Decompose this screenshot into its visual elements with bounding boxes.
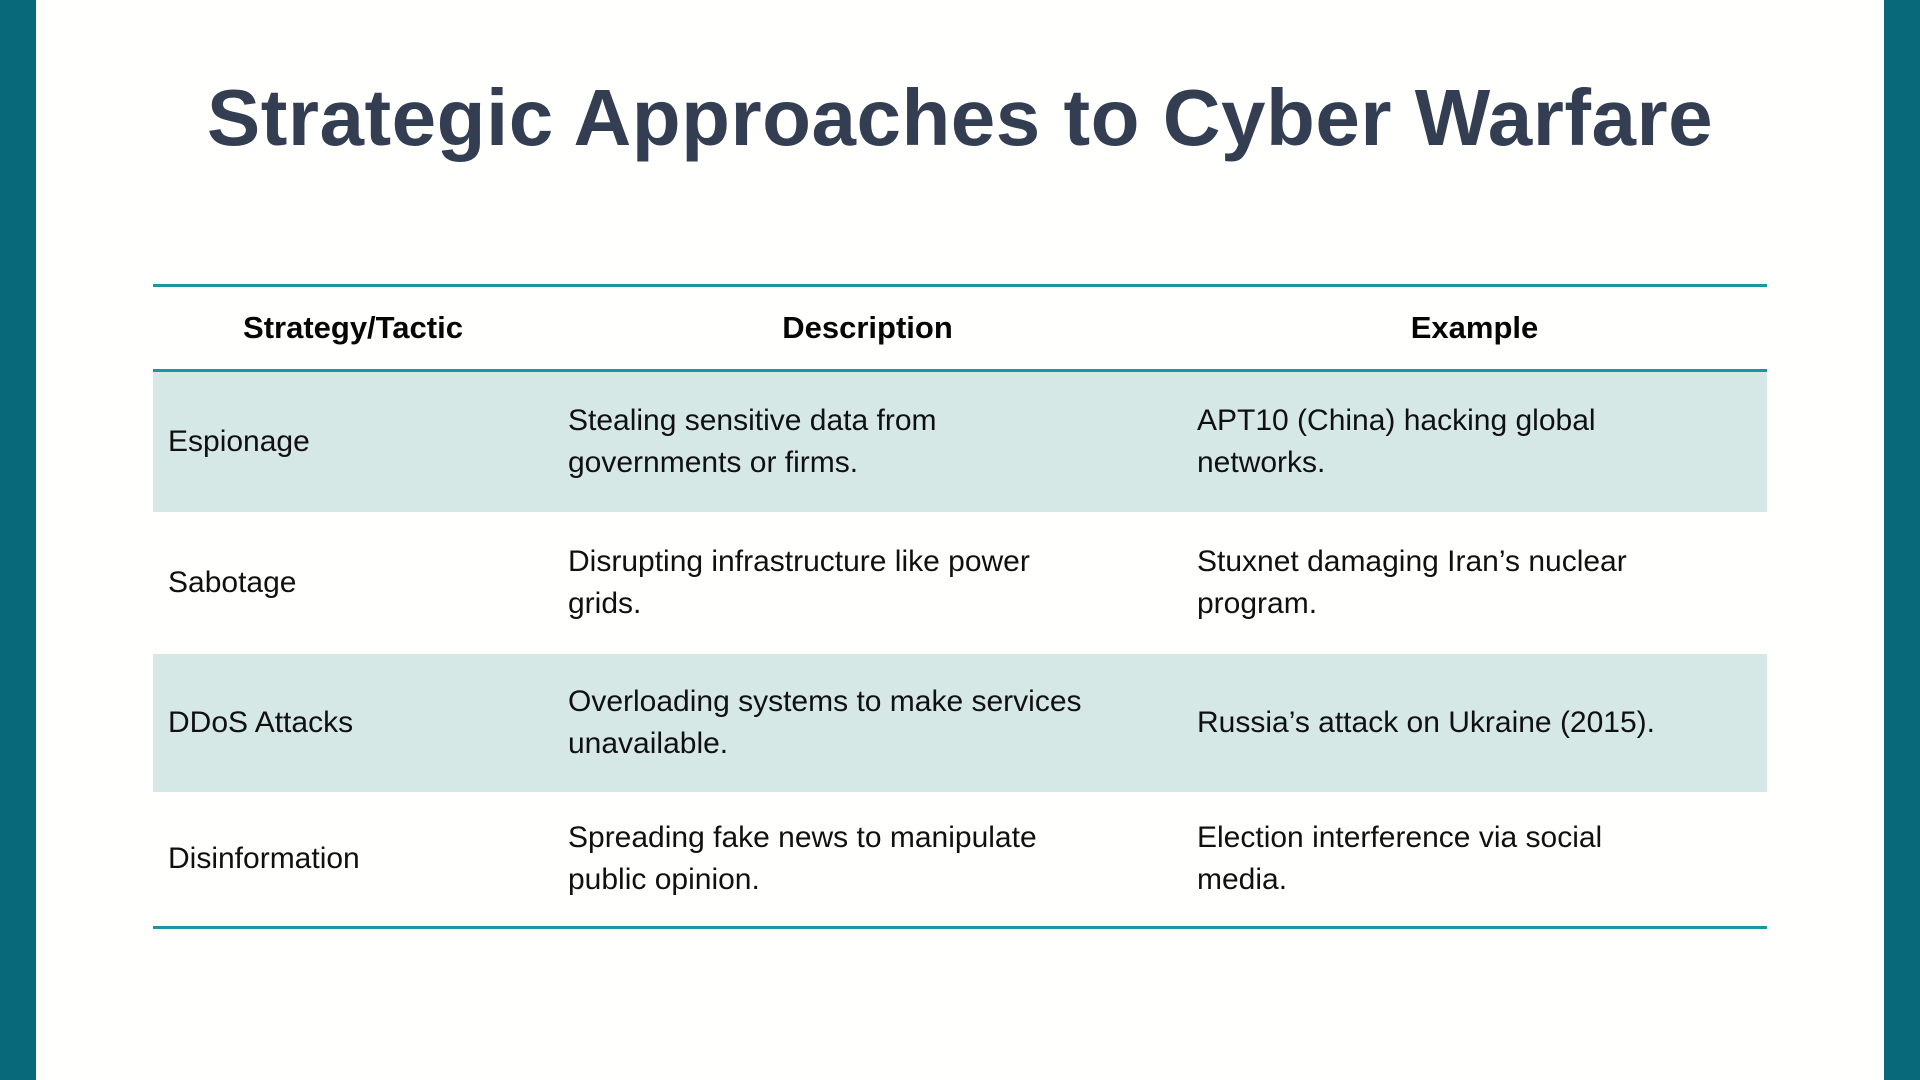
right-edge-bar bbox=[1884, 0, 1920, 1080]
table-row-disinformation: Disinformation Spreading fake news to ma… bbox=[153, 792, 1767, 929]
cell-text: DDoS Attacks bbox=[168, 706, 354, 739]
cell-tactic: Sabotage bbox=[153, 562, 553, 604]
table-row-espionage: Espionage Stealing sensitive data from g… bbox=[153, 372, 1767, 512]
cell-example: APT10 (China) hacking global networks. bbox=[1182, 400, 1767, 484]
cell-tactic: Espionage bbox=[153, 421, 553, 463]
left-edge-bar bbox=[0, 0, 36, 1080]
column-header-example: Example bbox=[1410, 310, 1539, 345]
cell-text: Disrupting infrastructure like power gri… bbox=[568, 545, 1030, 620]
cell-text: Espionage bbox=[168, 425, 310, 458]
table-row-sabotage: Sabotage Disrupting infrastructure like … bbox=[153, 512, 1767, 654]
cell-description: Overloading systems to make services una… bbox=[553, 681, 1182, 765]
cell-description: Spreading fake news to manipulate public… bbox=[553, 817, 1182, 901]
cell-tactic: Disinformation bbox=[153, 838, 553, 880]
cell-text: Stealing sensitive data from governments… bbox=[568, 404, 937, 479]
strategies-table: Strategy/Tactic Description Example Espi… bbox=[153, 284, 1767, 929]
cell-text: Sabotage bbox=[168, 566, 297, 599]
cell-text: Spreading fake news to manipulate public… bbox=[568, 821, 1037, 896]
table-header-row: Strategy/Tactic Description Example bbox=[153, 284, 1767, 372]
cell-description: Stealing sensitive data from governments… bbox=[553, 400, 1182, 484]
cell-example: Election interference via social media. bbox=[1182, 817, 1767, 901]
cell-text: Election interference via social media. bbox=[1197, 821, 1603, 896]
cell-tactic: DDoS Attacks bbox=[153, 702, 553, 744]
column-header-strategy-tactic: Strategy/Tactic bbox=[243, 310, 463, 345]
cell-description: Disrupting infrastructure like power gri… bbox=[553, 541, 1182, 625]
cell-text: Russia’s attack on Ukraine (2015). bbox=[1197, 706, 1655, 739]
cell-example: Stuxnet damaging Iran’s nuclear program. bbox=[1182, 541, 1767, 625]
page-title: Strategic Approaches to Cyber Warfare bbox=[206, 73, 1714, 162]
cell-example: Russia’s attack on Ukraine (2015). bbox=[1182, 702, 1767, 744]
cell-text: APT10 (China) hacking global networks. bbox=[1197, 404, 1596, 479]
table-row-ddos-attacks: DDoS Attacks Overloading systems to make… bbox=[153, 654, 1767, 792]
cell-text: Overloading systems to make services una… bbox=[568, 685, 1082, 760]
cell-text: Stuxnet damaging Iran’s nuclear program. bbox=[1197, 545, 1627, 620]
column-header-description: Description bbox=[782, 310, 953, 345]
cell-text: Disinformation bbox=[168, 842, 360, 875]
